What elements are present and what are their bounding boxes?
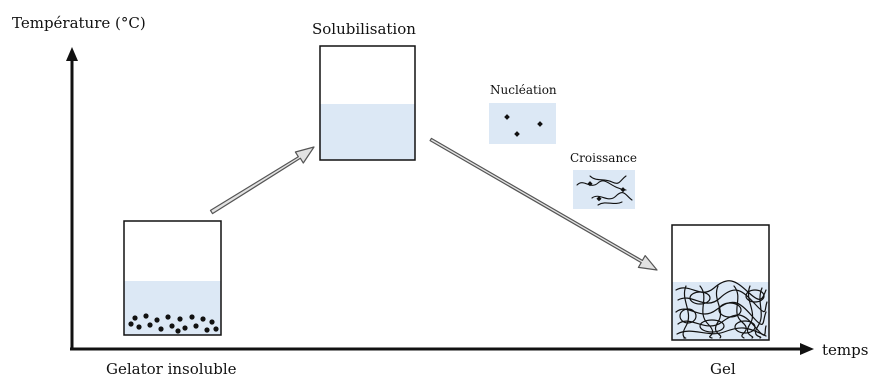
arrow-heating-shape	[209, 146, 315, 215]
gelator-particles	[128, 313, 219, 334]
nucleation-nuclei	[504, 114, 543, 137]
gel-fiber-network	[675, 280, 768, 339]
beaker-gel	[671, 224, 770, 341]
growth-nuclei	[587, 181, 626, 202]
axes	[66, 47, 814, 355]
nucleation-inset-box	[489, 103, 556, 144]
arrow-cooling-shape	[429, 137, 658, 271]
stage-label-nucleation: Nucléation	[490, 83, 557, 97]
stage-label-growth: Croissance	[570, 151, 638, 165]
nucleation-inset	[489, 103, 556, 144]
stage-label-gel: Gel	[710, 360, 736, 378]
arrow-cooling	[429, 137, 658, 271]
y-axis-label: Température (°C)	[12, 14, 146, 32]
growth-inset	[573, 170, 635, 209]
beaker-solubilisation-liquid	[320, 104, 415, 160]
x-axis-arrowhead	[800, 343, 814, 355]
beaker-solubilisation-outline	[319, 45, 416, 161]
stage-label-solubilisation: Solubilisation	[312, 20, 416, 38]
arrow-heating	[209, 146, 315, 215]
stage-label-insoluble: Gelator insoluble	[106, 360, 237, 378]
beaker-insoluble-outline	[123, 220, 222, 336]
beaker-solubilisation	[319, 45, 416, 161]
beaker-insoluble	[123, 220, 222, 336]
y-axis-arrowhead	[66, 47, 78, 61]
beaker-gel-outline	[671, 224, 770, 341]
x-axis-label: temps	[822, 341, 869, 359]
